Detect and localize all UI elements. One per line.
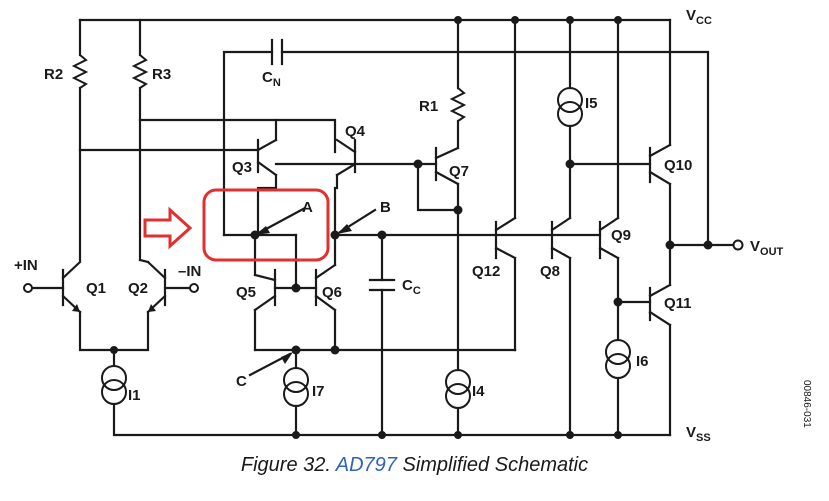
q4-label: Q4: [345, 123, 366, 140]
capacitor-cc: [368, 233, 396, 437]
q7-label: Q7: [449, 163, 469, 180]
svg-text:CC: CC: [402, 277, 421, 297]
transistor-q6: [294, 233, 337, 352]
svg-text:CN: CN: [262, 69, 281, 89]
i1-label: I1: [128, 387, 141, 404]
i6-label: I6: [636, 353, 649, 370]
r3-label: R3: [152, 66, 171, 83]
transistor-q8: [550, 162, 572, 437]
minus-in-label: –IN: [178, 263, 201, 280]
svg-text:VSS: VSS: [686, 424, 711, 444]
q3-label: Q3: [232, 159, 252, 176]
transistor-q1: [23, 260, 150, 352]
node-a-label: A: [302, 199, 313, 216]
svg-text:VOUT: VOUT: [750, 238, 784, 258]
output-terminal: [665, 239, 744, 251]
highlight-arrow-icon: [143, 206, 193, 250]
r2-label: R2: [44, 66, 63, 83]
cc-label: C: [402, 277, 413, 294]
vcc-label: V: [686, 7, 696, 24]
q9-label: Q9: [611, 227, 631, 244]
transistor-q2: [138, 258, 199, 314]
current-source-i4: [445, 369, 471, 437]
r1-label: R1: [419, 98, 438, 115]
part-number-link[interactable]: AD797: [335, 454, 397, 476]
transistor-q7: [416, 146, 460, 372]
highlight-box: [202, 188, 330, 262]
transistor-q11: [616, 283, 672, 437]
transistor-q12: [494, 18, 517, 352]
transistor-q9: [598, 18, 620, 342]
transistor-q5: [253, 233, 298, 352]
resistor-r1: [449, 18, 467, 150]
labels: VCC VSS VOUT +IN –IN R2 R3 R1 Q1 Q2 Q3 Q…: [14, 7, 784, 444]
i7-label: I7: [312, 383, 325, 400]
q2-label: Q2: [128, 280, 148, 297]
transistor-q3: [256, 118, 278, 237]
node-b-label: B: [380, 199, 391, 216]
svg-text:VCC: VCC: [686, 7, 712, 27]
current-source-i1: [101, 348, 127, 437]
document-id: 00846-031: [801, 380, 812, 428]
q1-label: Q1: [86, 280, 106, 297]
q11-label: Q11: [664, 295, 692, 312]
node-c: [248, 352, 293, 377]
node-a: [222, 206, 307, 240]
node-b: [330, 208, 602, 240]
resistor-r2: [71, 18, 89, 262]
current-source-i5: [557, 18, 583, 166]
current-source-i6: [605, 339, 631, 437]
i5-label: I5: [585, 95, 598, 112]
q5-label: Q5: [236, 284, 256, 301]
vss-label: V: [686, 424, 696, 441]
i4-label: I4: [472, 383, 485, 400]
q8-label: Q8: [540, 263, 560, 280]
figure-caption: Figure 32. AD797 Simplified Schematic: [240, 454, 589, 476]
current-source-i7: [283, 348, 309, 437]
resistor-r3: [131, 18, 149, 262]
plus-in-label: +IN: [14, 257, 38, 274]
capacitor-cn: [222, 38, 710, 247]
transistor-q4: [333, 138, 357, 237]
vout-label: V: [750, 238, 760, 255]
q6-label: Q6: [322, 284, 342, 301]
node-c-label: C: [236, 373, 247, 390]
q10-label: Q10: [664, 157, 692, 174]
q12-label: Q12: [472, 263, 500, 280]
transistor-q10: [568, 18, 672, 287]
cn-label: C: [262, 69, 273, 86]
